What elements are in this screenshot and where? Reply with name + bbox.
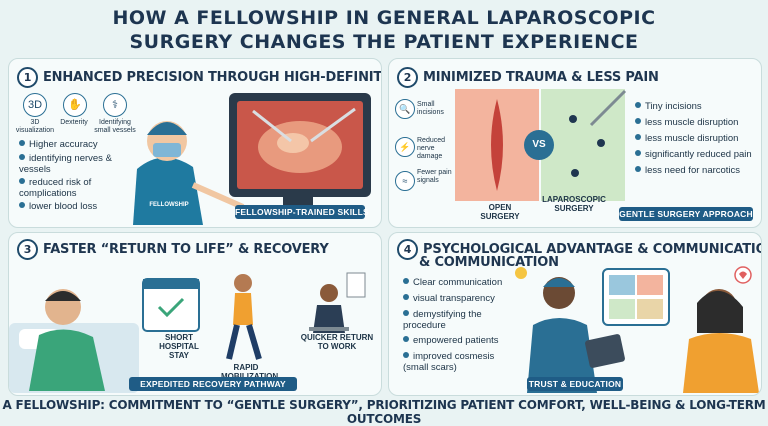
port-1 <box>569 115 577 123</box>
check-mark <box>157 297 185 318</box>
short-stay-label: SHORT HOSPITAL STAY <box>159 333 199 360</box>
doctor-patient-illustration <box>515 266 759 393</box>
photo-1 <box>609 275 635 295</box>
laparoscopic-skin <box>541 89 625 201</box>
worker-suit <box>313 305 345 333</box>
panel-4-number: 4 <box>397 239 418 260</box>
vessel-icon: ⚕ <box>103 93 127 117</box>
p2-bullet: less muscle disruption <box>635 133 759 144</box>
panel-recovery: 3 FASTER “RETURN TO LIFE” & RECOVERY SHOR… <box>8 232 382 396</box>
laparoscopic-surgery-label: LAPAROSCOPIC SURGERY <box>542 195 606 213</box>
3d-visualization-icon: 3D <box>23 93 47 117</box>
port-3 <box>571 169 579 177</box>
p1-bullet: Higher accuracy <box>19 139 129 150</box>
p1-bullet: reduced risk of complications <box>19 177 92 199</box>
icon-label-vessels: Identifying small vessels <box>94 119 136 134</box>
photo-4 <box>637 299 663 319</box>
p4-bullet: Clear communication <box>403 277 513 288</box>
tissue-highlight <box>277 133 309 153</box>
photo-2 <box>637 275 663 295</box>
panel-1-heading: 1 ENHANCED PRECISION THROUGH HIGH-DEFINIT… <box>17 67 382 88</box>
doctor-scrubs <box>527 318 597 393</box>
pain-signal-icon: ≈ <box>395 171 415 191</box>
panel-2-number: 2 <box>397 67 418 88</box>
recovery-pathway-ribbon: EXPEDITED RECOVERY PATHWAY <box>129 377 297 391</box>
patient-gown <box>29 329 105 391</box>
panel-1-heading-text: ENHANCED PRECISION THROUGH HIGH-DEFINITI… <box>43 70 382 85</box>
panel-4-heading-line2: & COMMUNICATION <box>419 255 559 270</box>
side-label-pain-signals: Fewer pain signals <box>417 169 452 184</box>
walker-legs <box>226 324 262 360</box>
panel-4-heading: 4 PSYCHOLOGICAL ADVANTAGE & COMMUNICATION <box>397 239 762 260</box>
footer-statement: A FELLOWSHIP: COMMITMENT TO “GENTLE SURG… <box>2 398 766 426</box>
open-vs-laparoscopic-illustration <box>455 89 625 201</box>
panel-1-number: 1 <box>17 67 38 88</box>
open-incision <box>491 99 503 191</box>
panel-4-heading-text: PSYCHOLOGICAL ADVANTAGE & COMMUNICATION <box>423 242 762 257</box>
recovery-illustration <box>9 272 366 393</box>
fellowship-badge: FELLOWSHIP <box>149 202 189 208</box>
title-line-2: SURGERY CHANGES THE PATIENT EXPERIENCE <box>129 31 639 53</box>
return-to-work-label: QUICKER RETURN TO WORK <box>300 333 374 351</box>
surgeon-cap <box>147 122 187 135</box>
fellowship-skills-ribbon: FELLOWSHIP-TRAINED SKILLS <box>235 205 369 219</box>
patient-top <box>683 333 759 393</box>
monitor-stand <box>283 197 313 207</box>
surgeon-mask <box>153 143 181 157</box>
panel-3-heading: 3 FASTER “RETURN TO LIFE” & RECOVERY <box>17 239 329 260</box>
port-2 <box>597 139 605 147</box>
photo-3 <box>609 299 635 319</box>
vs-badge <box>524 130 554 160</box>
incision-icon: 🔍 <box>395 99 415 119</box>
panel-3-number: 3 <box>17 239 38 260</box>
panel-minimized-trauma: 2 MINIMIZED TRAUMA & LESS PAIN 🔍 ⚡ ≈ Smal… <box>388 58 762 228</box>
laparoscope-instrument-icon <box>589 89 627 127</box>
side-label-nerve-damage: Reduced nerve damage <box>417 137 446 160</box>
p2-bullet: Tiny incisions <box>635 101 759 112</box>
worker-head <box>320 284 338 302</box>
surgeon-monitor-illustration <box>133 93 371 225</box>
trust-education-ribbon: TRUST & EDUCATION <box>527 377 623 391</box>
title-line-1: HOW A FELLOWSHIP IN GENERAL LAPAROSCOPIC <box>112 7 656 29</box>
p2-bullet: less muscle disruption <box>635 117 759 128</box>
calendar-header <box>143 279 199 289</box>
side-label-small-incisions: Small incisions <box>417 101 444 116</box>
p2-bullet: less need for narcotics <box>635 165 759 176</box>
page-title: HOW A FELLOWSHIP IN GENERAL LAPAROSCOPIC… <box>0 6 768 54</box>
p1-bullet: identifying nerves & vessels <box>19 153 112 175</box>
instrument-right <box>310 107 356 143</box>
p2-bullet: significantly reduced pain <box>635 149 759 160</box>
patient-hair <box>697 290 743 333</box>
p4-bullet: visual transparency <box>403 293 513 304</box>
panel-3-heading-text: FASTER “RETURN TO LIFE” & RECOVERY <box>43 242 329 257</box>
tablet <box>585 334 625 368</box>
walker-shirt <box>233 293 253 325</box>
surgeon-arm <box>191 182 245 210</box>
hand-icon: ✋ <box>63 93 87 117</box>
patient-hair <box>45 291 81 301</box>
panel-2-heading-text: MINIMIZED TRAUMA & LESS PAIN <box>423 70 659 85</box>
instrument-left <box>252 109 292 143</box>
gentle-surgery-ribbon: GENTLE SURGERY APPROACH <box>619 207 753 221</box>
vs-label: VS <box>532 139 546 150</box>
p4-bullet: demystifying the procedure <box>403 309 482 331</box>
panel-precision: 1 ENHANCED PRECISION THROUGH HIGH-DEFINIT… <box>8 58 382 228</box>
p4-bullet: improved cosmesis (small scars) <box>403 351 495 373</box>
surgeon-body <box>133 157 203 225</box>
open-surgery-label: OPEN SURGERY <box>480 203 520 221</box>
desk <box>309 327 349 331</box>
p4-bullet: empowered patients <box>403 335 513 346</box>
panel-2-heading: 2 MINIMIZED TRAUMA & LESS PAIN <box>397 67 659 88</box>
icon-label-dexterity: Dexterity <box>60 119 88 126</box>
p1-bullet: lower blood loss <box>19 201 129 212</box>
nerve-icon: ⚡ <box>395 137 415 157</box>
doctor-cap <box>543 278 575 287</box>
heart-icon <box>739 271 747 279</box>
icon-label-3d: 3D visualization <box>15 119 55 134</box>
idea-bulb-icon <box>515 267 527 279</box>
walker-head <box>234 274 252 292</box>
panel-psychological: 4 PSYCHOLOGICAL ADVANTAGE & COMMUNICATION… <box>388 232 762 396</box>
document-icon <box>346 272 366 298</box>
rapid-mobilization-label: RAPID MOBILIZATION <box>221 363 278 381</box>
